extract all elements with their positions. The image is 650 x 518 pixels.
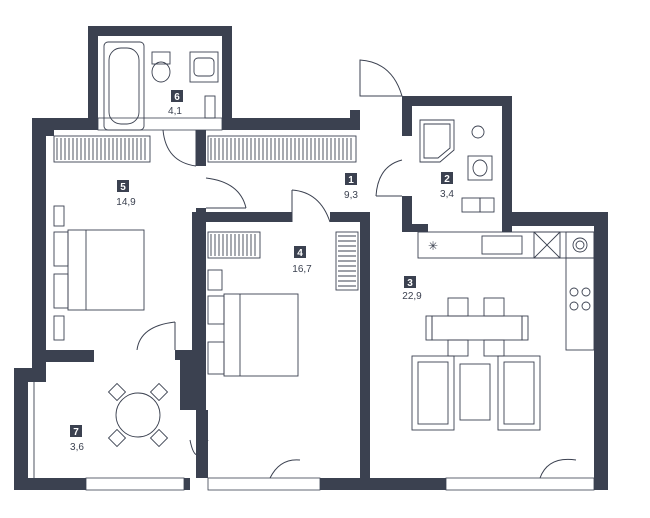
wardrobes (53, 135, 359, 291)
room-label-6: 6 4,1 (168, 90, 183, 117)
room-area: 16,7 (292, 264, 312, 275)
room-number: 3 (407, 278, 413, 289)
room-area: 9,3 (344, 190, 358, 201)
room-number: 1 (348, 175, 354, 186)
balcony-furniture (33, 382, 169, 478)
room-area: 4,1 (168, 106, 182, 117)
doors (136, 59, 577, 479)
room-label-5: 5 14,9 (116, 180, 136, 208)
kitchen: ✳ (417, 231, 595, 351)
room-number: 5 (120, 182, 126, 193)
room-label-3: 3 22,9 (402, 276, 422, 302)
room-number: 2 (444, 174, 450, 185)
living-furniture (411, 297, 541, 431)
room-label-1: 1 9,3 (344, 173, 358, 201)
room-area: 3,4 (440, 189, 454, 200)
room-number: 6 (174, 92, 180, 103)
svg-text:✳: ✳ (428, 239, 438, 253)
windows (85, 117, 595, 491)
bathroom-fixtures (103, 41, 495, 213)
bedroom-4-furniture (207, 269, 299, 377)
room-number: 7 (73, 427, 79, 438)
room-number: 4 (297, 248, 303, 259)
room-area: 14,9 (116, 197, 136, 208)
bedroom-5-furniture (53, 205, 145, 341)
room-area: 3,6 (70, 442, 84, 453)
room-area: 22,9 (402, 291, 422, 302)
room-label-4: 4 16,7 (292, 246, 312, 275)
room-label-2: 2 3,4 (440, 172, 454, 200)
room-label-7: 7 3,6 (70, 425, 84, 453)
